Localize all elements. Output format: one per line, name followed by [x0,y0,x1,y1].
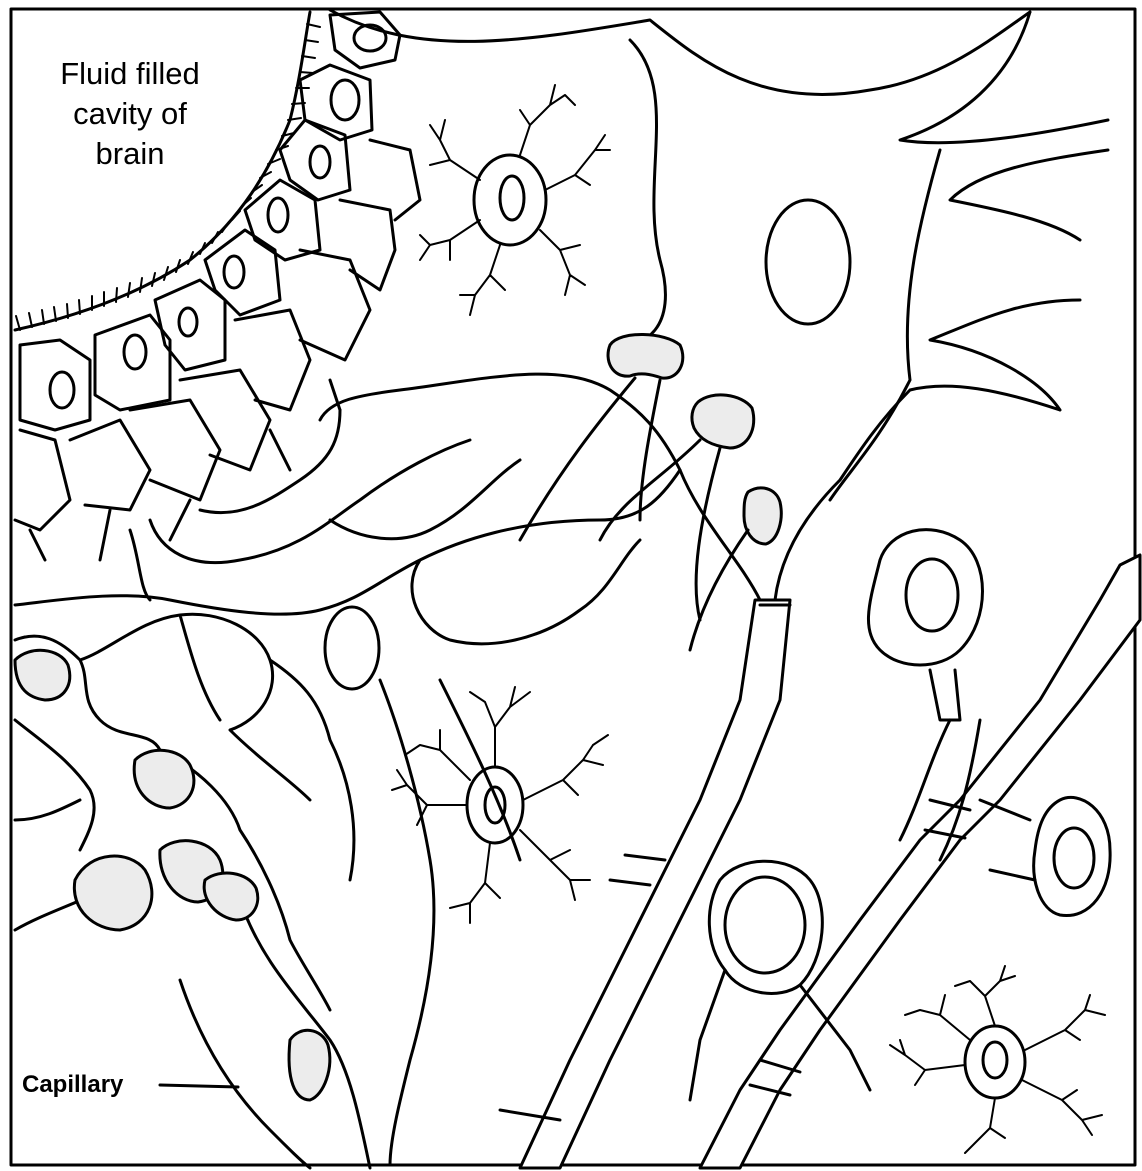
astrocyte-endfoot-3 [744,488,781,544]
label-capillary: Capillary [22,1071,124,1098]
vessel-center [380,680,520,1165]
microglia-cell-bottom [890,966,1105,1153]
astrocyte-large-inner [620,40,940,500]
capillary-endfeet [15,650,330,1100]
diagram-frame [11,9,1135,1165]
label-cavity-line1: Fluid filled [60,56,200,91]
label-cavity-line2: cavity of [73,96,187,131]
label-cavity-line3: brain [96,136,165,171]
capillary-leader-line [160,1085,238,1087]
oligodendrocyte-right-upper [868,530,982,720]
capillary-vessel [180,900,370,1168]
ependymal-cells [15,12,420,560]
astrocyte-endfoot-1 [608,334,683,378]
astrocyte-small-nucleus [325,607,379,689]
oligodendrocyte-right-lower [980,797,1110,915]
astrocyte-large-nucleus [766,200,850,324]
astrocyte-large-body [320,10,1108,600]
microglia-cell-top [420,85,610,315]
